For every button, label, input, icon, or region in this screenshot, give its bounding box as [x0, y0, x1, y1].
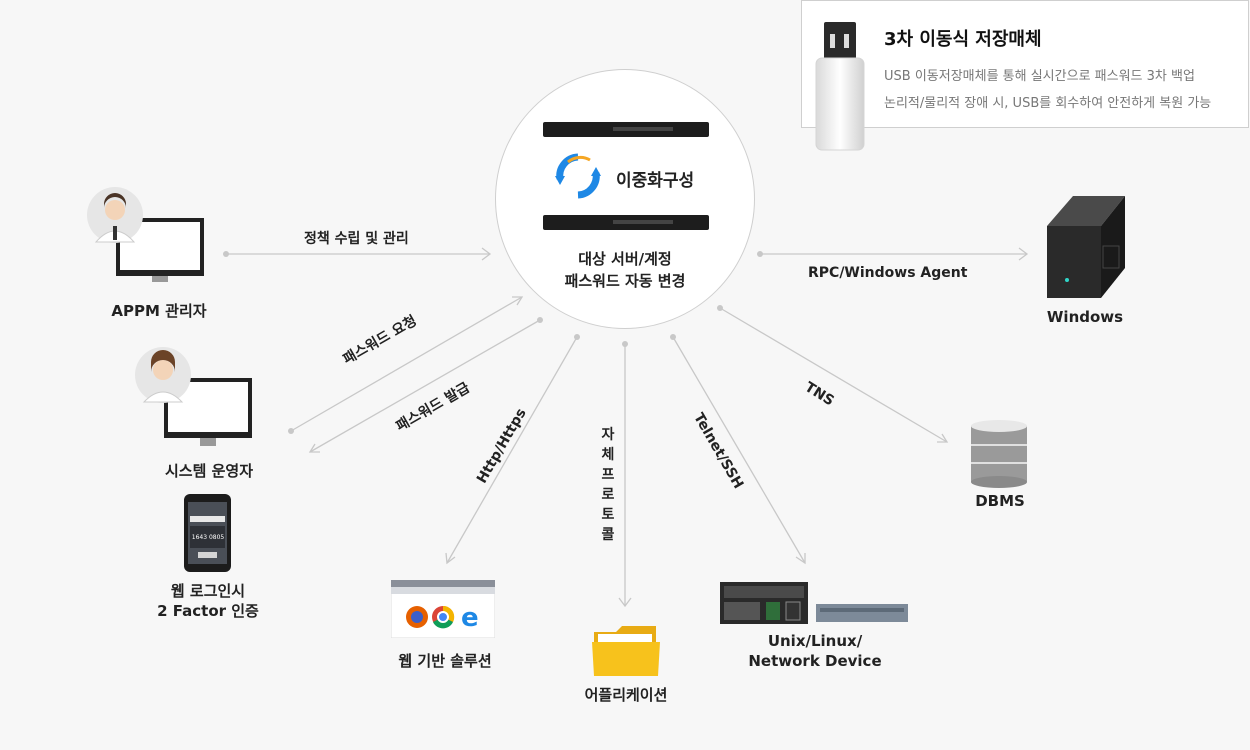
- arrow-pw-issue: [308, 443, 320, 453]
- unix-server-icon: [720, 582, 908, 624]
- web-browser-icon: e: [391, 580, 495, 638]
- dot-http: [574, 334, 580, 340]
- dot-pw-issue: [537, 317, 543, 323]
- windows-label: Windows: [1046, 308, 1124, 326]
- windows-server-icon: [1047, 196, 1125, 298]
- redundancy-label: 이중화구성: [616, 171, 695, 191]
- unix-label-line1: Unix/Linux/: [767, 632, 863, 650]
- database-icon: [971, 420, 1027, 488]
- line-pw-issue: [309, 319, 541, 453]
- arrow-telnet: [795, 553, 806, 565]
- web-solution-label: 웹 기반 솔루션: [398, 652, 492, 670]
- dbms-label: DBMS: [975, 492, 1025, 510]
- sync-icon: [555, 153, 601, 199]
- web-login-label-line2: 2 Factor 인증: [157, 602, 259, 620]
- center-server-circle: 이중화구성 대상 서버/계정 패스워드 자동 변경: [495, 69, 755, 329]
- arrow-http: [445, 552, 456, 565]
- svg-text:e: e: [461, 603, 479, 633]
- usb-info-box: 3차 이동식 저장매체 USB 이동저장매체를 통해 실시간으로 패스워드 3차…: [801, 0, 1249, 128]
- arrow-policy: [481, 247, 492, 261]
- arrow-rpc: [1018, 247, 1029, 261]
- dot-rpc: [757, 251, 763, 257]
- smartphone-icon: [184, 494, 231, 572]
- conn-policy-label: 정책 수립 및 관리: [304, 231, 409, 247]
- dot-pw-request: [288, 428, 294, 434]
- center-text-line2: 패스워드 자동 변경: [564, 272, 686, 290]
- folder-icon: [592, 626, 660, 676]
- dot-tns: [717, 305, 723, 311]
- unix-label-line2: Network Device: [748, 652, 882, 670]
- line-pw-request: [290, 296, 523, 432]
- phone-number: 1643 0805: [191, 534, 225, 541]
- appm-admin-label: APPM 관리자: [111, 302, 207, 320]
- conn-own-protocol-label: 자체 프로토콜: [601, 427, 615, 543]
- web-login-label-line1: 웹 로그인시: [170, 582, 246, 600]
- center-text-line1: 대상 서버/계정: [578, 250, 672, 268]
- arrow-tns: [937, 433, 949, 443]
- usb-desc-line2: 논리적/물리적 장애 시, USB를 회수하여 안전하게 복원 가능: [884, 96, 1212, 111]
- server-rack-icon-top: [543, 122, 709, 137]
- dot-telnet: [670, 334, 676, 340]
- usb-drive-icon: [815, 22, 865, 151]
- system-operator-icon: [135, 347, 252, 446]
- usb-desc-line1: USB 이동저장매체를 통해 실시간으로 패스워드 3차 백업: [884, 69, 1195, 84]
- application-label: 어플리케이션: [584, 686, 668, 704]
- server-rack-icon-bottom: [543, 215, 709, 230]
- arrow-own-protocol: [618, 597, 632, 608]
- dot-own-protocol: [622, 341, 628, 347]
- arrow-pw-request: [512, 296, 524, 306]
- dot-policy: [223, 251, 229, 257]
- line-http: [446, 336, 578, 564]
- line-tns: [719, 307, 948, 443]
- system-operator-label: 시스템 운영자: [164, 462, 254, 480]
- appm-admin-icon: [87, 187, 204, 282]
- usb-title: 3차 이동식 저장매체: [884, 29, 1042, 50]
- line-telnet: [672, 336, 806, 564]
- conn-rpc-label: RPC/Windows Agent: [808, 265, 968, 281]
